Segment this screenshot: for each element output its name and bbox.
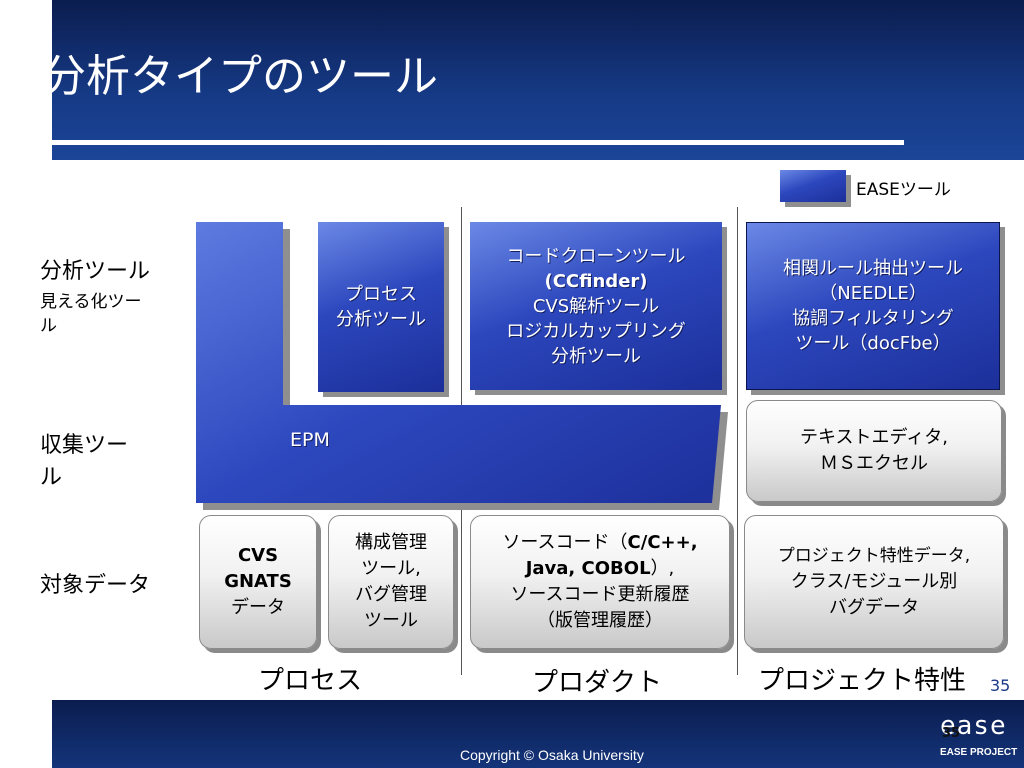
project-analysis-line2: （NEEDLE） <box>819 283 927 304</box>
footer-page-number: 35 <box>942 726 961 741</box>
target-project-line3: バグデータ <box>829 597 919 618</box>
project-analysis-line1: 相関ルール抽出ツール <box>783 258 963 279</box>
target-cvs-gnats-box: CVS GNATS データ <box>199 515 317 649</box>
target-config-line1: 構成管理 <box>355 532 427 553</box>
target-source-line3: ソースコード更新履歴 <box>510 584 690 605</box>
project-analysis-line4: ツール（docFbe） <box>795 333 951 354</box>
row-label-visualization-line2: ル <box>40 316 57 336</box>
epm-shape-body <box>196 222 721 503</box>
column-label-project: プロジェクト特性 <box>758 666 967 696</box>
epm-label: EPM <box>290 429 330 451</box>
target-source-line2: Java, COBOL）, <box>526 556 675 582</box>
title-underline <box>52 140 904 145</box>
footer-band <box>52 700 1024 768</box>
row-label-analysis: 分析ツール <box>40 259 151 284</box>
project-collection-line1: テキストエディタ, <box>800 427 948 448</box>
row-label-visualization-line1: 見える化ツー <box>40 292 142 312</box>
process-analysis-tool-box: プロセス 分析ツール <box>318 222 444 392</box>
target-source-line4: （版管理履歴） <box>537 610 663 631</box>
product-analysis-line3: CVS解析ツール <box>532 295 660 317</box>
product-analysis-line1: コードクローンツール <box>506 245 686 267</box>
target-source-line1-b: C/C++, <box>627 532 698 553</box>
target-cvs-line3: データ <box>231 597 285 618</box>
project-analysis-tool-box: 相関ルール抽出ツール （NEEDLE） 協調フィルタリング ツール（docFbe… <box>746 222 1000 390</box>
product-analysis-tool-box: コードクローンツール (CCfinder) CVS解析ツール ロジカルカップリン… <box>470 222 722 390</box>
row-label-collection: 収集ツー ル <box>40 430 128 494</box>
target-project-box: プロジェクト特性データ, クラス/モジュール別 バグデータ <box>744 515 1004 649</box>
column-label-product: プロダクト <box>532 668 663 698</box>
row-label-target: 対象データ <box>40 573 151 598</box>
legend-swatch <box>780 170 846 202</box>
target-source-line1-a: ソースコード（ <box>502 532 628 553</box>
target-config-line2: ツール, <box>361 558 421 579</box>
target-source-line1: ソースコード（C/C++, <box>502 530 697 556</box>
row-label-collection-line2: ル <box>40 465 63 490</box>
legend-label: EASEツール <box>856 180 951 200</box>
ease-logo-text: EASE PROJECT <box>940 747 1018 758</box>
process-analysis-line1: プロセス <box>345 284 417 305</box>
target-config-line3: バグ管理 <box>355 584 427 605</box>
target-config-line4: ツール <box>364 610 418 631</box>
copyright-text: Copyright © Osaka University <box>460 747 644 763</box>
ease-logo-mark: ease <box>940 711 1007 741</box>
header-band <box>0 0 1024 160</box>
epm-shape <box>196 222 728 510</box>
product-analysis-line4: ロジカルカップリング <box>506 320 686 342</box>
target-cvs-line1: CVS <box>237 545 279 566</box>
product-analysis-line2: (CCfinder) <box>544 270 648 292</box>
product-analysis-line5: 分析ツール <box>551 345 641 367</box>
process-analysis-line2: 分析ツール <box>336 309 426 330</box>
page-number: 35 <box>990 676 1011 695</box>
target-cvs-line2: GNATS <box>224 571 292 592</box>
column-label-process: プロセス <box>258 666 363 696</box>
column-separator-2 <box>737 207 738 675</box>
slide-title: 分析タイプのツール <box>42 51 438 102</box>
project-analysis-line3: 協調フィルタリング <box>792 308 954 329</box>
target-project-line1: プロジェクト特性データ, <box>777 546 971 566</box>
header-left-margin <box>0 0 52 160</box>
target-project-line2: クラス/モジュール別 <box>790 571 958 592</box>
target-source-box: ソースコード（C/C++, Java, COBOL）, ソースコード更新履歴 （… <box>470 515 730 649</box>
row-label-collection-line1: 収集ツー <box>40 433 129 458</box>
target-source-line2-a: Java, COBOL <box>525 558 651 579</box>
project-collection-line2: ＭＳエクセル <box>820 453 928 474</box>
project-collection-box: テキストエディタ, ＭＳエクセル <box>746 400 1002 502</box>
target-source-line2-b: ）, <box>650 558 675 579</box>
row-label-visualization: 見える化ツー ル <box>40 290 142 338</box>
target-config-bug-box: 構成管理 ツール, バグ管理 ツール <box>328 515 454 649</box>
